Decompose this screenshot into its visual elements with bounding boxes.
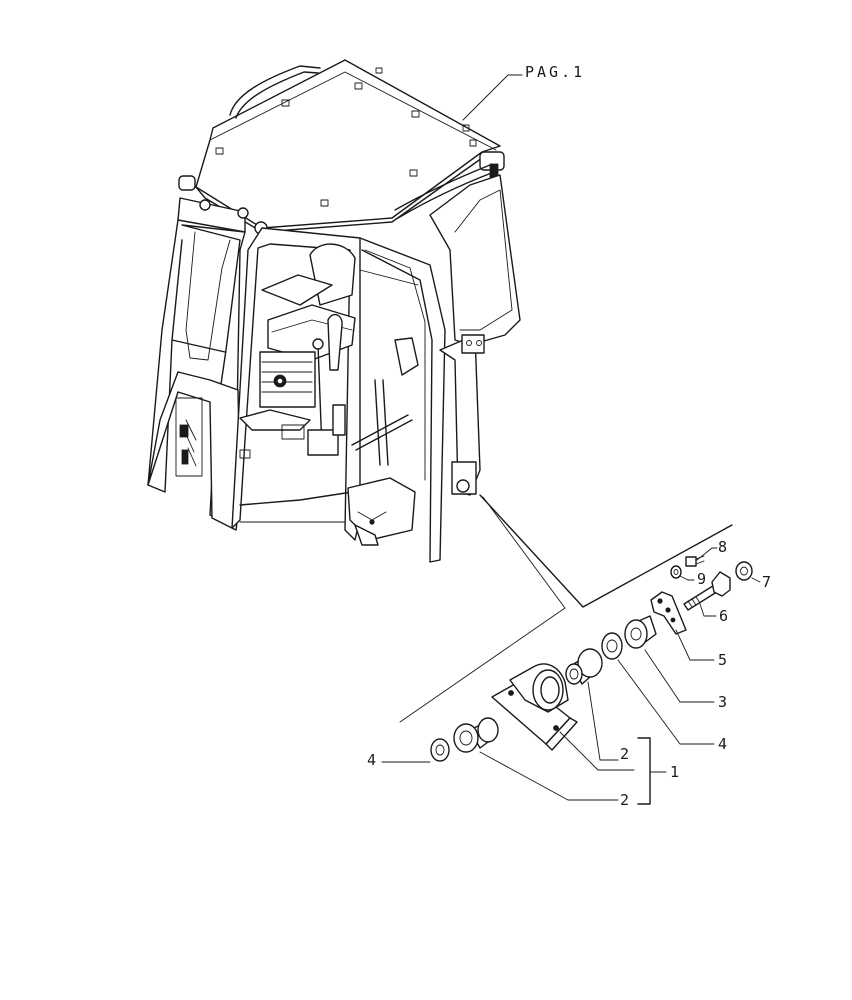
callout-8: 8 [718, 538, 727, 556]
page-reference-label: PAG.1 [525, 63, 585, 81]
callout-4-right: 4 [718, 735, 727, 753]
callout-4-left: 4 [367, 751, 376, 769]
washer-part-4-right [601, 632, 623, 660]
callout-9: 9 [697, 570, 706, 588]
callout-5: 5 [718, 651, 727, 669]
washer-part-4-left [430, 738, 450, 762]
screw-part-8 [685, 555, 705, 567]
bolt-part-6 [683, 571, 731, 611]
callout-6: 6 [719, 607, 728, 625]
callout-labels: 8 9 7 6 5 3 4 2 1 2 4 [367, 538, 771, 809]
callout-2-upper: 2 [620, 745, 629, 763]
callout-1: 1 [670, 763, 679, 781]
bushing-part-2-upper [565, 648, 603, 685]
spacer-part-3 [624, 615, 657, 649]
cab-assembly [147, 59, 566, 723]
washer-part-9 [670, 565, 682, 579]
callout-7: 7 [762, 573, 771, 591]
callout-2-lower: 2 [620, 791, 629, 809]
detail-frame-line [479, 494, 733, 608]
nut-part-7 [735, 561, 753, 581]
bushing-part-2-lower [453, 717, 499, 753]
page-reference-callout: PAG.1 [462, 63, 585, 121]
callout-leaders [381, 547, 761, 805]
callout-3: 3 [718, 693, 727, 711]
plate-part-5 [650, 591, 687, 635]
bracket-part-1 [491, 663, 578, 751]
